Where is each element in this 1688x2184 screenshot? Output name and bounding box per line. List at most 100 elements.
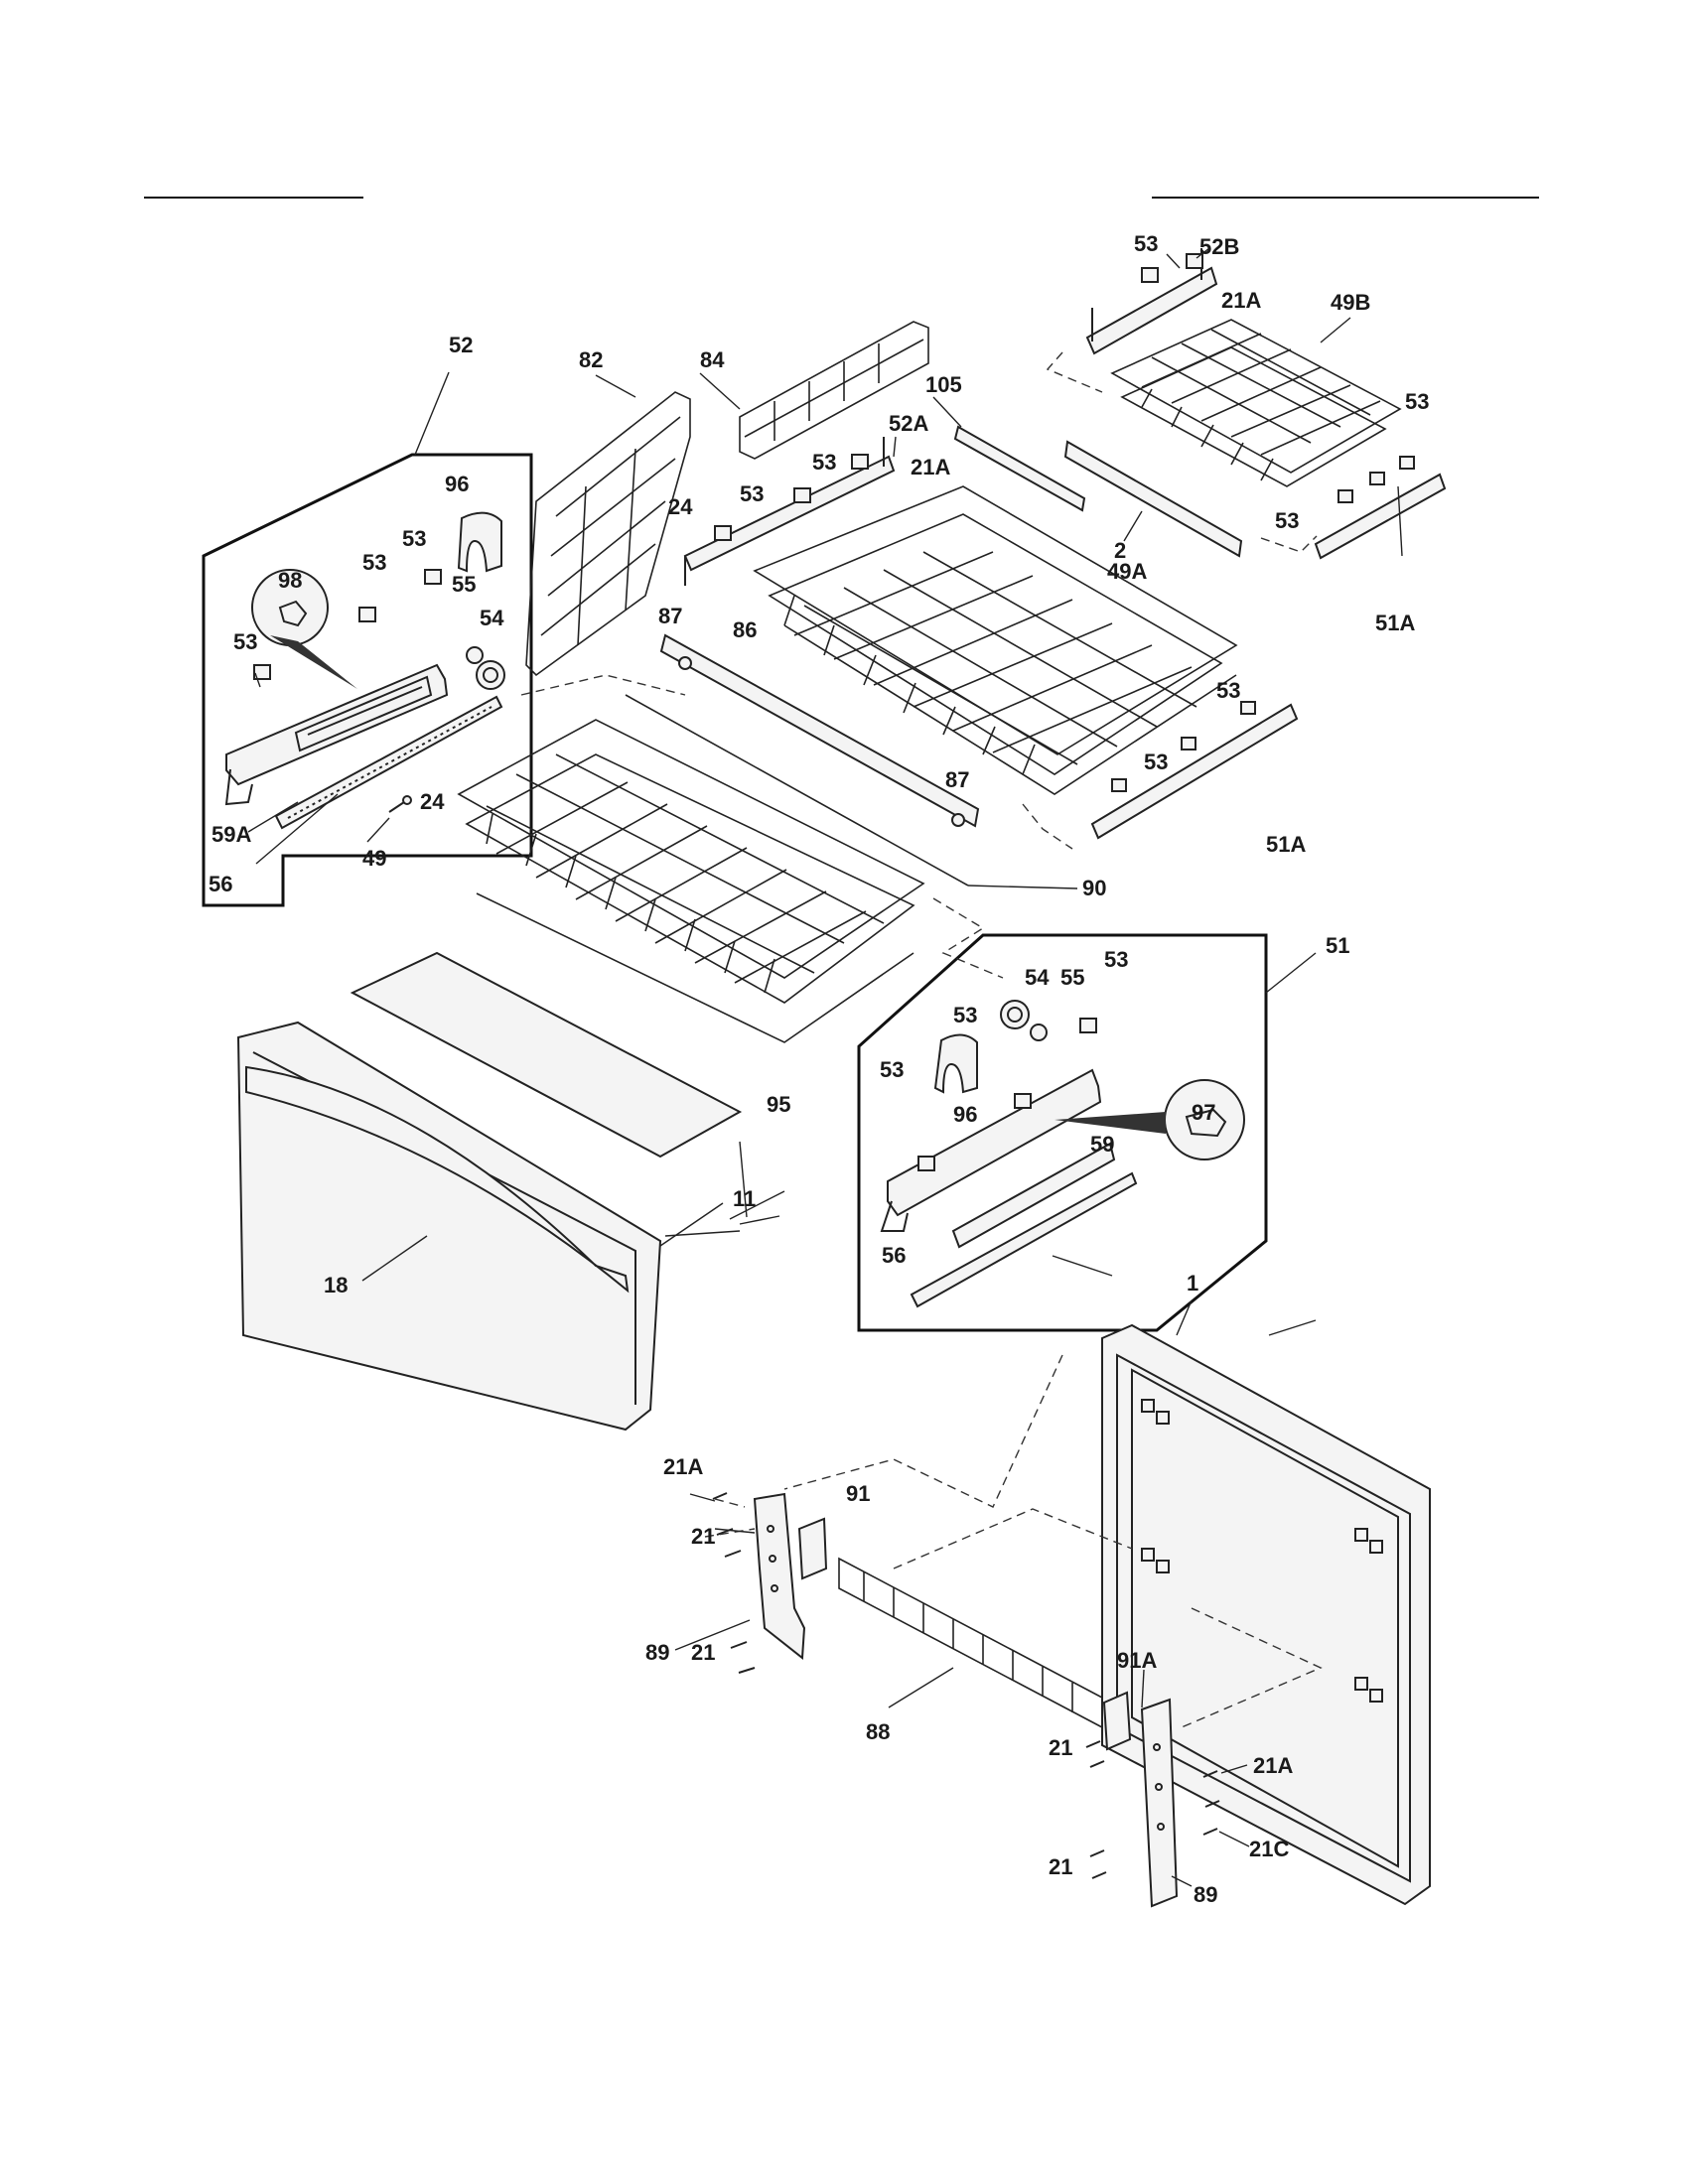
bracket-89-right: [1140, 1698, 1179, 1908]
callout-53: 53: [880, 1057, 904, 1082]
callout-53: 53: [1144, 750, 1168, 774]
clip-91: [797, 1517, 828, 1580]
assembly-lines: [520, 351, 1323, 1728]
basket-49b: [1110, 319, 1402, 487]
callout-86: 86: [733, 617, 757, 642]
gear-54: [1000, 1000, 1030, 1029]
inset-52-slide-assembly: [202, 453, 533, 907]
slide-rail-51a-lower: [1090, 701, 1299, 840]
divider-82: [525, 391, 691, 677]
end-cap-96: [933, 1033, 978, 1094]
bracket-52b: [1085, 248, 1218, 355]
callout-98: 98: [278, 568, 302, 593]
callout-11: 11: [733, 1186, 756, 1211]
callout-53: 53: [812, 450, 836, 475]
callout-labels: 52 96 98 53 53 53 55 54 59A 56 49 24 82 …: [209, 231, 1429, 1907]
gear-55: [1030, 1024, 1048, 1041]
callout-24: 24: [668, 494, 693, 519]
callout-56: 56: [882, 1243, 906, 1268]
callout-53: 53: [362, 550, 386, 575]
callout-82: 82: [579, 347, 603, 372]
leader-lines: [247, 247, 1403, 1887]
gear-54: [476, 660, 505, 690]
callout-88: 88: [866, 1719, 890, 1744]
callout-53: 53: [233, 629, 257, 654]
callout-51a: 51A: [1266, 832, 1306, 857]
rail-105: [953, 425, 1086, 512]
callout-21: 21: [691, 1524, 715, 1549]
glass-shelf-95: [350, 951, 743, 1159]
slider-block-53: [917, 1156, 935, 1171]
slider-block-53: [424, 569, 442, 585]
callout-52: 52: [449, 333, 473, 357]
callout-53: 53: [740, 481, 764, 506]
callout-59a: 59A: [211, 822, 251, 847]
rod-90: [625, 694, 969, 887]
handle-18: [245, 1065, 630, 1294]
callout-53: 53: [953, 1003, 977, 1027]
callout-53: 53: [402, 526, 426, 551]
callout-2: 2: [1114, 538, 1126, 563]
callout-54: 54: [1025, 965, 1050, 990]
inset-51-slide-assembly: [857, 933, 1268, 1332]
callout-52b: 52B: [1199, 234, 1239, 259]
callout-87: 87: [658, 604, 682, 628]
clip-91a: [1102, 1691, 1132, 1751]
callout-21: 21: [1049, 1735, 1072, 1760]
callout-96: 96: [953, 1102, 977, 1127]
callout-53: 53: [1216, 678, 1240, 703]
bracket-89-left: [753, 1492, 806, 1660]
callout-49b: 49B: [1331, 290, 1370, 315]
divider-84: [739, 321, 929, 460]
callout-97: 97: [1192, 1100, 1215, 1125]
lower-basket: [457, 719, 925, 1043]
callout-51a: 51A: [1375, 611, 1415, 635]
slider-block-53: [1079, 1018, 1097, 1033]
callout-21: 21: [691, 1640, 715, 1665]
callout-95: 95: [767, 1092, 790, 1117]
slide-rail-51a-upper: [1314, 456, 1447, 560]
callout-53: 53: [1275, 508, 1299, 533]
drawer-front-11: [236, 1021, 662, 1432]
callout-1: 1: [1187, 1271, 1198, 1296]
callout-21a: 21A: [663, 1454, 703, 1479]
callout-84: 84: [700, 347, 725, 372]
end-cap-96: [457, 511, 502, 573]
callout-89: 89: [645, 1640, 669, 1665]
callout-51: 51: [1326, 933, 1349, 958]
slider-block-53: [1014, 1093, 1032, 1109]
slider-block-53: [358, 607, 376, 622]
callout-105: 105: [925, 372, 962, 397]
callout-54: 54: [480, 606, 504, 630]
crossbar-88: [838, 1557, 1103, 1729]
callout-89: 89: [1194, 1882, 1217, 1907]
callout-52a: 52A: [889, 411, 928, 436]
callout-21a: 21A: [1221, 288, 1261, 313]
callout-91a: 91A: [1117, 1648, 1157, 1673]
callout-91: 91: [846, 1481, 870, 1506]
callout-21: 21: [1049, 1854, 1072, 1879]
door-frame-1: [1101, 1323, 1431, 1906]
callout-90: 90: [1082, 876, 1106, 900]
callout-21c: 21C: [1249, 1837, 1289, 1861]
callout-49: 49: [362, 846, 386, 871]
bracket-52a: [683, 437, 896, 586]
callout-55: 55: [452, 572, 476, 597]
screws: [712, 1492, 1220, 1879]
callout-59: 59: [1090, 1132, 1114, 1157]
callout-87: 87: [945, 767, 969, 792]
callout-96: 96: [445, 472, 469, 496]
basket-49a: [753, 485, 1238, 795]
callout-21a: 21A: [1253, 1753, 1293, 1778]
callout-21a: 21A: [911, 455, 950, 479]
callout-53: 53: [1134, 231, 1158, 256]
slider-block-53: [253, 664, 271, 680]
rail-2: [1063, 440, 1243, 558]
callout-49a: 49A: [1107, 559, 1147, 584]
gear-55: [466, 646, 484, 664]
callout-18: 18: [324, 1273, 348, 1297]
callout-24: 24: [420, 789, 445, 814]
callout-56: 56: [209, 872, 232, 896]
callout-53: 53: [1405, 389, 1429, 414]
